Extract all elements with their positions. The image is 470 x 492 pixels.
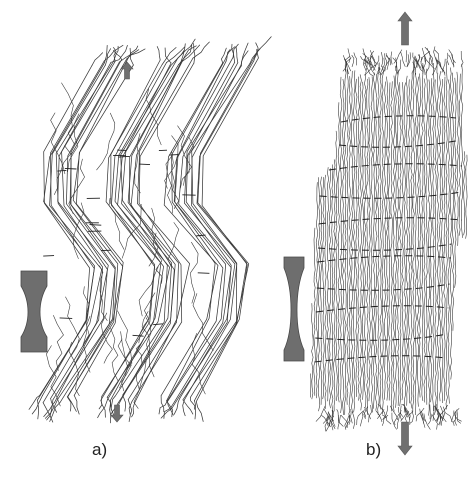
aligned-fibers — [310, 46, 467, 431]
panel-b-aligned-fiber-network — [284, 12, 467, 455]
panel-a-kinked-fiber-bundles — [21, 37, 271, 423]
kinked-fibers — [29, 37, 271, 423]
tension-arrow-down-icon — [398, 422, 412, 455]
tension-arrow-up-icon — [398, 12, 412, 45]
dogbone-specimen-icon — [21, 271, 47, 352]
panel-a-caption: a) — [92, 440, 107, 460]
tension-arrow-up-icon — [121, 62, 133, 79]
panel-b-caption: b) — [366, 440, 381, 460]
dogbone-specimen-stretched-icon — [284, 257, 304, 361]
